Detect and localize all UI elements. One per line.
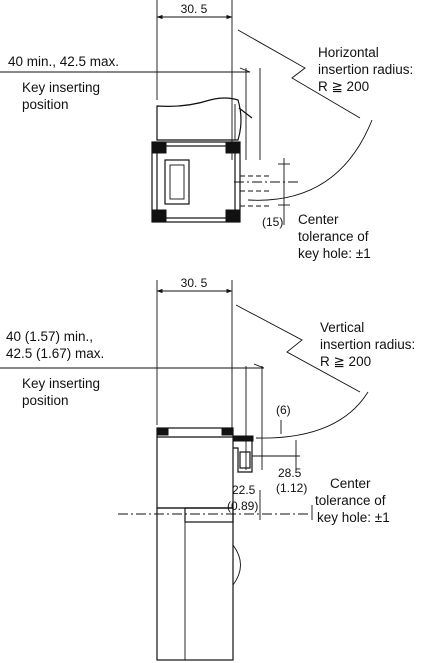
top-keyhole-inner: [169, 164, 185, 200]
top-key-range-label: 40 min., 42.5 max.: [8, 54, 119, 69]
top-radius-arc: [247, 119, 373, 201]
bottom-screw-tl: [157, 428, 169, 436]
bottom-radius-line3: R ≧ 200: [320, 354, 371, 369]
top-tolerance-line3: key hole: ±1: [298, 246, 371, 261]
bottom-radius-zigzag: [235, 304, 361, 393]
bottom-radius-line1: Vertical: [320, 320, 364, 335]
top-key-range-arrow: [239, 67, 251, 73]
top-radius-line2: insertion radius:: [318, 62, 413, 77]
bottom-screw-tr: [221, 428, 233, 436]
top-key-body: [156, 97, 242, 141]
top-corner-screw-tr: [225, 142, 240, 154]
bottom-key-shank: [233, 439, 253, 473]
top-corner-screw-br: [225, 209, 240, 222]
bottom-key-inserting-line1: Key inserting: [22, 376, 100, 391]
bottom-dim-22-value: 22.5: [232, 483, 256, 497]
bottom-switch-body: [156, 507, 234, 661]
top-view: 30. 5 40 min., 42.5 max. Key inserting p…: [0, 0, 413, 261]
top-key-tip: [238, 107, 253, 119]
bottom-body-bulge: [232, 544, 241, 586]
bottom-key-range-line1: 40 (1.57) min.,: [6, 329, 93, 344]
bottom-key-top: [232, 435, 254, 442]
bottom-body-slot: [184, 507, 234, 523]
bottom-key-range-arrow: [253, 363, 265, 369]
bottom-radius-line2: insertion radius:: [320, 337, 415, 352]
top-tolerance-line2: tolerance of: [298, 229, 369, 244]
top-dim-15: (15): [262, 215, 283, 229]
bottom-switch-head: [156, 427, 234, 509]
top-radius-line3: R ≧ 200: [318, 79, 369, 94]
top-dim-30-label: 30. 5: [181, 2, 208, 16]
bottom-key-range-line2: 42.5 (1.67) max.: [6, 346, 104, 361]
bottom-dim-22-inch: (0.89): [227, 499, 258, 513]
top-radius-line1: Horizontal: [318, 45, 379, 60]
bottom-view: 30. 5 40 (1.57) min., 42.5 (1.67) max. K…: [0, 276, 415, 661]
bottom-dim-28-inch: (1.12): [276, 481, 307, 495]
bottom-key-inserting-line2: position: [22, 393, 69, 408]
bottom-key-slot: [239, 451, 251, 469]
top-corner-screw-tl: [152, 142, 167, 154]
bottom-radius-arc: [255, 391, 369, 439]
bottom-dim-28-value: 28.5: [278, 466, 302, 480]
bottom-tolerance-line1: Center: [330, 476, 371, 491]
top-key-inserting-line1: Key inserting: [22, 80, 100, 95]
bottom-tolerance-line3: key hole: ±1: [317, 510, 390, 525]
top-corner-screw-bl: [152, 209, 167, 222]
top-radius-zigzag: [237, 29, 361, 119]
bottom-tolerance-line2: tolerance of: [315, 493, 386, 508]
top-key-inserting-line2: position: [22, 97, 69, 112]
top-keyhole-window: [164, 159, 190, 205]
bottom-dim-6: (6): [276, 403, 291, 417]
top-tolerance-line1: Center: [298, 212, 339, 227]
bottom-dim-30-label: 30. 5: [181, 276, 208, 290]
top-switch-inner: [156, 145, 236, 219]
